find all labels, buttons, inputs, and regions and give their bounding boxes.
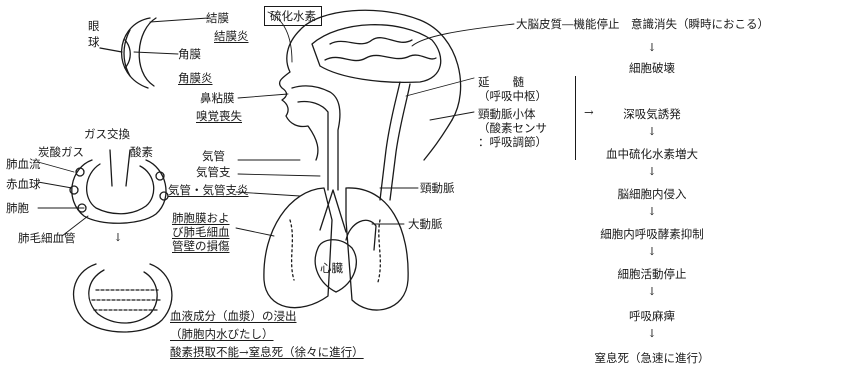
flow-arrow-6: ↓ (647, 328, 656, 339)
co2-label: 炭酸ガス (38, 146, 84, 159)
resp-regulation-label: ：呼吸調節） (478, 136, 547, 149)
damaged-alveolus-drawing (74, 264, 172, 332)
carotid-artery-label: 頸動脈 (420, 182, 455, 195)
flow-arrow-2: ↓ (647, 166, 656, 177)
flow-arrow-4: ↓ (647, 246, 656, 257)
flow-step-3: 脳細胞内侵入 (618, 188, 687, 201)
flow-step-2: 血中硫化水素増大 (606, 148, 698, 161)
flow-step-4: 細胞内呼吸酵素抑制 (600, 228, 704, 241)
bronchus-label: 気管支 (196, 166, 231, 179)
damage-line1: 肺胞膜およ (172, 212, 230, 225)
bracket-right-arrow: → (584, 106, 594, 119)
alveolus-down-arrow: ↓ (113, 232, 122, 243)
eyeball-label: 眼球 (88, 18, 100, 50)
flow-arrow-5: ↓ (647, 286, 656, 297)
conjunctiva-label: 結膜 (206, 12, 229, 25)
damage-line3: 管壁の損傷 (172, 240, 230, 253)
o2-sensor-label: （酸素センサ (478, 122, 547, 135)
flow-step-1: 深吸気誘発 (623, 108, 681, 121)
conjunctivitis-label: 結膜炎 (214, 30, 249, 43)
flow-step-5: 細胞活動停止 (618, 268, 687, 281)
flow-step-7: 窒息死（急速に進行） (595, 352, 710, 365)
medulla-label: 延 髄 (478, 76, 524, 89)
nasal-mucosa-label: 鼻粘膜 (200, 92, 235, 105)
capillary-label: 肺毛細血管 (18, 232, 76, 245)
lung-flow-label: 肺血流 (6, 158, 41, 171)
oxygen-label: 酸素 (130, 146, 153, 159)
flow-cortex: 大脳皮質―機能停止 意識消失（瞬時におこる） (516, 18, 769, 31)
title-box: 硫化水素 (264, 6, 322, 26)
alveolus-label: 肺胞 (6, 202, 29, 215)
flow-step-6: 呼吸麻痺 (629, 310, 675, 323)
note-line2: （肺胞内水びたし） (170, 328, 274, 341)
flow-arrow-3: ↓ (647, 206, 656, 217)
cornea-label: 角膜 (178, 48, 201, 61)
resp-center-label: （呼吸中枢） (478, 90, 547, 103)
brain-bracket (575, 76, 582, 160)
note-line1: 血液成分（血漿）の浸出 (170, 310, 297, 323)
keratitis-label: 角膜炎 (178, 72, 213, 85)
aorta-label: 大動脈 (408, 218, 443, 231)
alveolus-drawing (70, 150, 168, 223)
flow-arrow-1: ↓ (647, 126, 656, 137)
flow-arrow-0: ↓ (647, 42, 656, 53)
note-line3: 酸素摂取不能→窒息死（徐々に進行） (170, 346, 364, 359)
damage-line2: び肺毛細血 (172, 226, 230, 239)
head-drawing (280, 10, 461, 200)
rbc-label: 赤血球 (6, 178, 41, 191)
carotid-body-label: 頸動脈小体 (478, 108, 536, 121)
bronchitis-label: 気管・気管支炎 (168, 184, 249, 197)
flow-cell-destruction: 細胞破壊 (629, 62, 675, 75)
heart-label: 心臓 (320, 262, 343, 275)
gas-exchange-title: ガス交換 (84, 128, 130, 141)
leader-lines (38, 12, 514, 236)
trachea-label: 気管 (202, 150, 225, 163)
olfactory-loss-label: 嗅覚喪失 (196, 110, 242, 123)
